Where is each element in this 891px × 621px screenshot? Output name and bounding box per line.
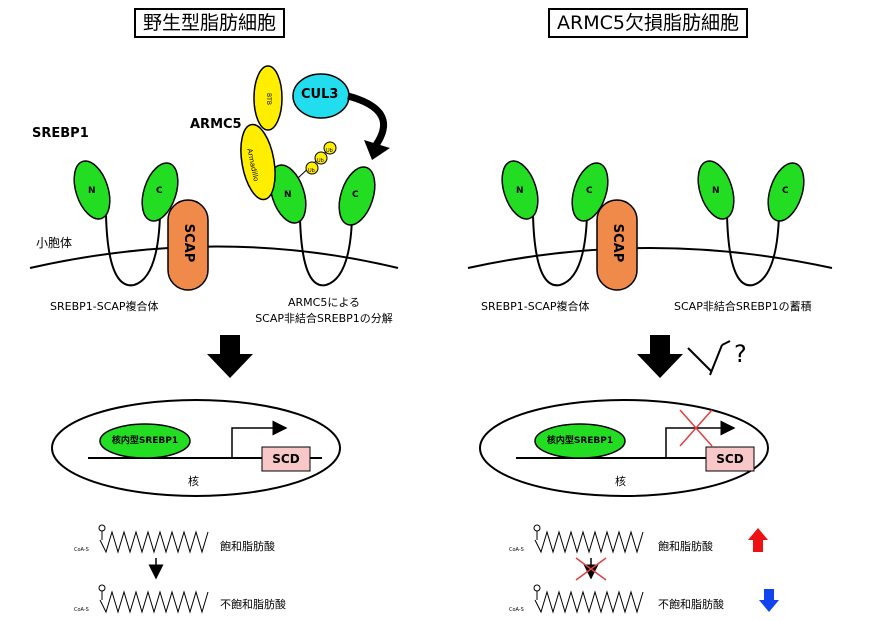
question-mark: ?	[734, 340, 747, 368]
armc5-protein	[240, 65, 283, 201]
scap-right	[596, 199, 638, 291]
ub-label-2: Ub	[317, 158, 324, 164]
scap-label-left: SCAP	[181, 223, 196, 263]
nucleus-left	[51, 399, 341, 497]
decrease-arrow-icon	[759, 589, 779, 612]
right-panel-title: ARMC5欠損脂肪細胞	[548, 8, 748, 38]
nucleus-label-left: 核	[188, 475, 199, 488]
transcription-arrow-left	[231, 420, 288, 458]
n-terminal-label-right-2: N	[712, 186, 720, 196]
transcription-blocked-x-icon	[679, 409, 713, 447]
degradation-label-line1: ARMC5による	[287, 296, 360, 309]
btb-label: BTB	[264, 93, 272, 105]
ub-label-3: Ub	[308, 168, 315, 174]
saturated-fatty-acid-left	[98, 524, 209, 554]
c-terminal-label-2: C	[352, 190, 359, 200]
coa-label-right-1: CoA-S	[509, 547, 524, 553]
complex-label-right: SREBP1-SCAP複合体	[481, 300, 590, 313]
nuclear-srebp1-left	[99, 423, 191, 459]
srebp1-protein-right-1	[501, 160, 609, 287]
desaturation-blocked-x-icon	[575, 557, 607, 581]
c-terminal-label-right-1: C	[586, 186, 593, 196]
coa-label-left-1: CoA-S	[74, 547, 89, 553]
coa-label-right-2: CoA-S	[509, 607, 524, 613]
unsaturated-fatty-acid-left	[98, 584, 209, 614]
saturated-fatty-acid-right	[533, 524, 644, 554]
er-label: 小胞体	[36, 236, 73, 250]
coa-label-left-2: CoA-S	[74, 607, 89, 613]
transcription-arrow-right	[665, 420, 736, 458]
nuclear-srebp1-right	[534, 423, 626, 459]
accumulation-label: SCAP非結合SREBP1の蓄積	[674, 300, 812, 313]
er-membrane-right	[467, 247, 833, 269]
srebp1-label: SREBP1	[32, 126, 89, 141]
nucleus-right	[479, 399, 769, 497]
saturated-fa-label-right: 飽和脂肪酸	[658, 540, 713, 553]
cul3-label: CUL3	[301, 87, 339, 102]
c-terminal-label-right-2: C	[782, 186, 789, 196]
saturated-fa-label-left: 飽和脂肪酸	[220, 540, 275, 553]
er-membrane-left	[29, 245, 399, 269]
nucleus-label-right: 核	[615, 475, 626, 488]
n-terminal-label-right-1: N	[516, 186, 524, 196]
c-terminal-label: C	[156, 186, 163, 196]
complex-label-left: SREBP1-SCAP複合体	[50, 300, 159, 313]
nuclear-srebp1-label-right: 核内型SREBP1	[546, 436, 614, 446]
srebp1-protein-left-1	[73, 160, 179, 287]
big-down-arrow-right	[637, 335, 683, 378]
armc5-label: ARMC5	[190, 117, 242, 132]
unsaturated-fa-label-right: 不飽和脂肪酸	[658, 598, 724, 611]
scd-label-left: SCD	[272, 452, 300, 466]
big-down-arrow-left	[207, 335, 253, 378]
n-terminal-label: N	[88, 186, 96, 196]
nuclear-srebp1-label-left: 核内型SREBP1	[111, 436, 179, 446]
scd-label-right: SCD	[716, 452, 744, 466]
increase-arrow-icon	[748, 528, 768, 552]
srebp1-protein-right-2	[697, 160, 805, 287]
scap-left	[167, 199, 209, 291]
ub-label-1: Ub	[326, 148, 333, 154]
n-terminal-label-2: N	[284, 190, 292, 200]
unsaturated-fatty-acid-right	[533, 584, 644, 614]
ubiquitination-arrow	[347, 92, 388, 147]
degradation-label-line2: SCAP非結合SREBP1の分解	[255, 312, 393, 325]
scd-gene-right	[705, 446, 755, 472]
unsaturated-fa-label-left: 不飽和脂肪酸	[220, 598, 286, 611]
ubiquitin-chain	[297, 141, 337, 179]
scd-gene-left	[261, 446, 311, 472]
left-panel-title: 野生型脂肪細胞	[134, 8, 286, 38]
scap-label-right: SCAP	[610, 223, 625, 263]
inhibition-mark	[687, 340, 731, 376]
srebp1-protein-left-2	[269, 164, 376, 287]
